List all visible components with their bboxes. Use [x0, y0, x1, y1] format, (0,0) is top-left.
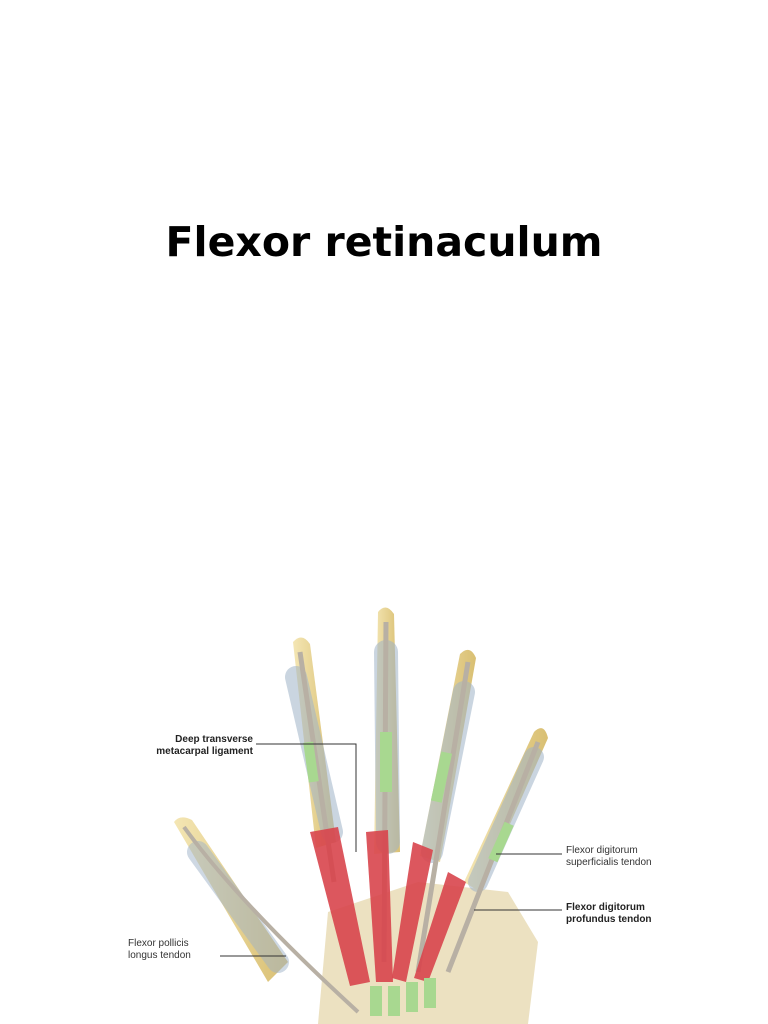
tendon-ends	[370, 978, 436, 1016]
leader-lines	[220, 743, 562, 957]
hand-anatomy-figure: Deep transverse metacarpal ligament Flex…	[88, 582, 680, 1024]
label-fdp-tendon: Flexor digitorum profundus tendon	[566, 902, 652, 925]
hand-illustration	[174, 607, 562, 1024]
thumb	[174, 817, 360, 1014]
ring-finger	[415, 649, 476, 973]
label-fds-tendon: Flexor digitorum superficialis tendon	[566, 845, 652, 868]
label-deep-transverse: Deep transverse metacarpal ligament	[156, 734, 253, 757]
little-finger	[445, 728, 548, 973]
middle-finger	[374, 607, 400, 963]
lumbrical-muscles	[310, 827, 466, 986]
slide-title: Flexor retinaculum	[165, 218, 603, 266]
label-fpl-tendon: Flexor pollicis longus tendon	[128, 938, 191, 961]
